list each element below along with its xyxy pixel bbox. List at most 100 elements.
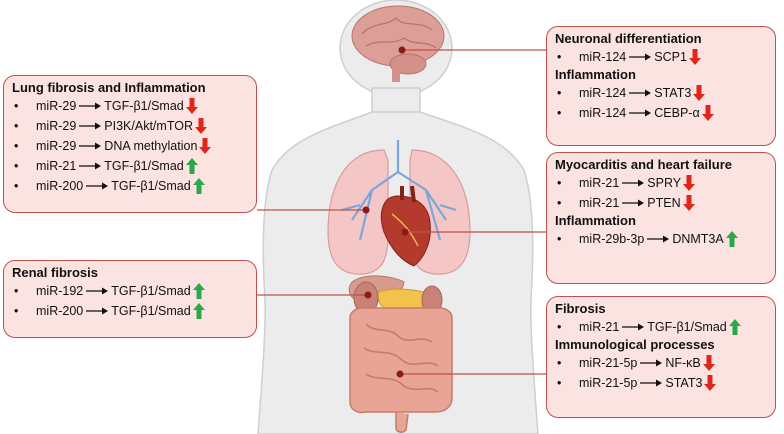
mirna-label: miR-21 [36,159,77,173]
right-arrow-icon [85,286,109,296]
down-arrow-icon [683,175,696,191]
right-arrow-icon [639,378,663,388]
down-arrow-icon [704,375,717,391]
right-arrow-icon [78,141,102,151]
mirna-label: miR-192 [36,284,84,298]
organ-markers [362,46,409,378]
bullet: • [557,176,562,190]
up-arrow-icon [728,319,741,335]
down-arrow-icon [701,105,714,121]
right-arrow-icon [628,52,652,62]
target-label: SPRY [647,176,682,190]
mirna-label: miR-21 [579,196,620,210]
mirna-label: miR-29 [36,99,77,113]
target-label: TGF-β1/Smad [111,179,191,193]
target-label: DNMT3A [672,232,724,246]
target-label: PTEN [647,196,681,210]
list-item: • miR-29 DNA methylation [12,136,248,156]
target-label: SCP1 [654,50,687,64]
neuro-box-title: Neuronal differentiation [555,31,702,46]
bullet: • [14,159,19,173]
target-label: TGF-β1/Smad [104,99,184,113]
right-arrow-icon [85,306,109,316]
brain [351,5,445,82]
down-arrow-icon [693,85,706,101]
list-item: • miR-29 TGF-β1/Smad [12,96,248,116]
fibrosis-section-title: Immunological processes [555,337,715,352]
mirna-label: miR-124 [579,86,627,100]
neuro-section-title: Inflammation [555,67,636,82]
target-label: CEBP-α [654,106,700,120]
mirna-label: miR-124 [579,50,627,64]
bullet: • [14,99,19,113]
mirna-label: miR-200 [36,179,84,193]
bullet: • [14,119,19,133]
bullet: • [14,139,19,153]
bullet: • [557,196,562,210]
target-label: TGF-β1/Smad [111,304,191,318]
right-arrow-icon [85,181,109,191]
down-arrow-icon [702,355,715,371]
heart-box-title: Myocarditis and heart failure [555,157,732,172]
bullet: • [14,179,19,193]
bullet: • [557,86,562,100]
mirna-label: miR-29 [36,139,77,153]
right-arrow-icon [78,161,102,171]
mirna-label: miR-21-5p [579,356,638,370]
right-arrow-icon [621,322,645,332]
down-arrow-icon [194,118,207,134]
right-arrow-icon [78,101,102,111]
target-label: TGF-β1/Smad [647,320,727,334]
bullet: • [557,356,562,370]
mirna-label: miR-21 [579,176,620,190]
list-item: • miR-124 CEBP-α [555,103,767,123]
right-arrow-icon [628,88,652,98]
right-arrow-icon [628,108,652,118]
myocarditis-box: Myocarditis and heart failure • miR-21 SPR… [546,152,776,284]
list-item: • miR-200 TGF-β1/Smad [12,301,248,321]
mirna-label: miR-29b-3p [579,232,645,246]
target-label: NF-κB [665,356,701,370]
lungs [327,140,471,275]
mirna-label: miR-21-5p [579,376,638,390]
down-arrow-icon [688,49,701,65]
right-arrow-icon [639,358,663,368]
target-label: PI3K/Akt/mTOR [104,119,193,133]
list-item: • miR-124 STAT3 [555,83,767,103]
fibrosis-box-title: Fibrosis [555,301,606,316]
bullet: • [557,232,562,246]
list-item: • miR-29b-3p DNMT3A [555,229,767,249]
target-label: STAT3 [654,86,692,100]
bullet: • [557,106,562,120]
mirna-label: miR-124 [579,106,627,120]
list-item: • miR-200 TGF-β1/Smad [12,176,248,196]
down-arrow-icon [185,98,198,114]
list-item: • miR-21 SPRY [555,173,767,193]
down-arrow-icon [682,195,695,211]
heart-section-title: Inflammation [555,213,636,228]
bullet: • [14,304,19,318]
right-arrow-icon [621,178,645,188]
list-item: • miR-21 PTEN [555,193,767,213]
renal-box-title: Renal fibrosis [12,265,98,280]
up-arrow-icon [185,158,198,174]
neuronal-differentiation-box: Neuronal differentiation • miR-124 SCP1 In… [546,26,776,146]
up-arrow-icon [192,178,205,194]
target-label: TGF-β1/Smad [111,284,191,298]
lung-box-title: Lung fibrosis and Inflammation [12,80,206,95]
list-item: • miR-21-5p NF-κB [555,353,767,373]
connector-lines [257,49,546,375]
right-arrow-icon [646,234,670,244]
up-arrow-icon [192,303,205,319]
target-label: DNA methylation [104,139,198,153]
mirna-label: miR-200 [36,304,84,318]
bullet: • [557,320,562,334]
